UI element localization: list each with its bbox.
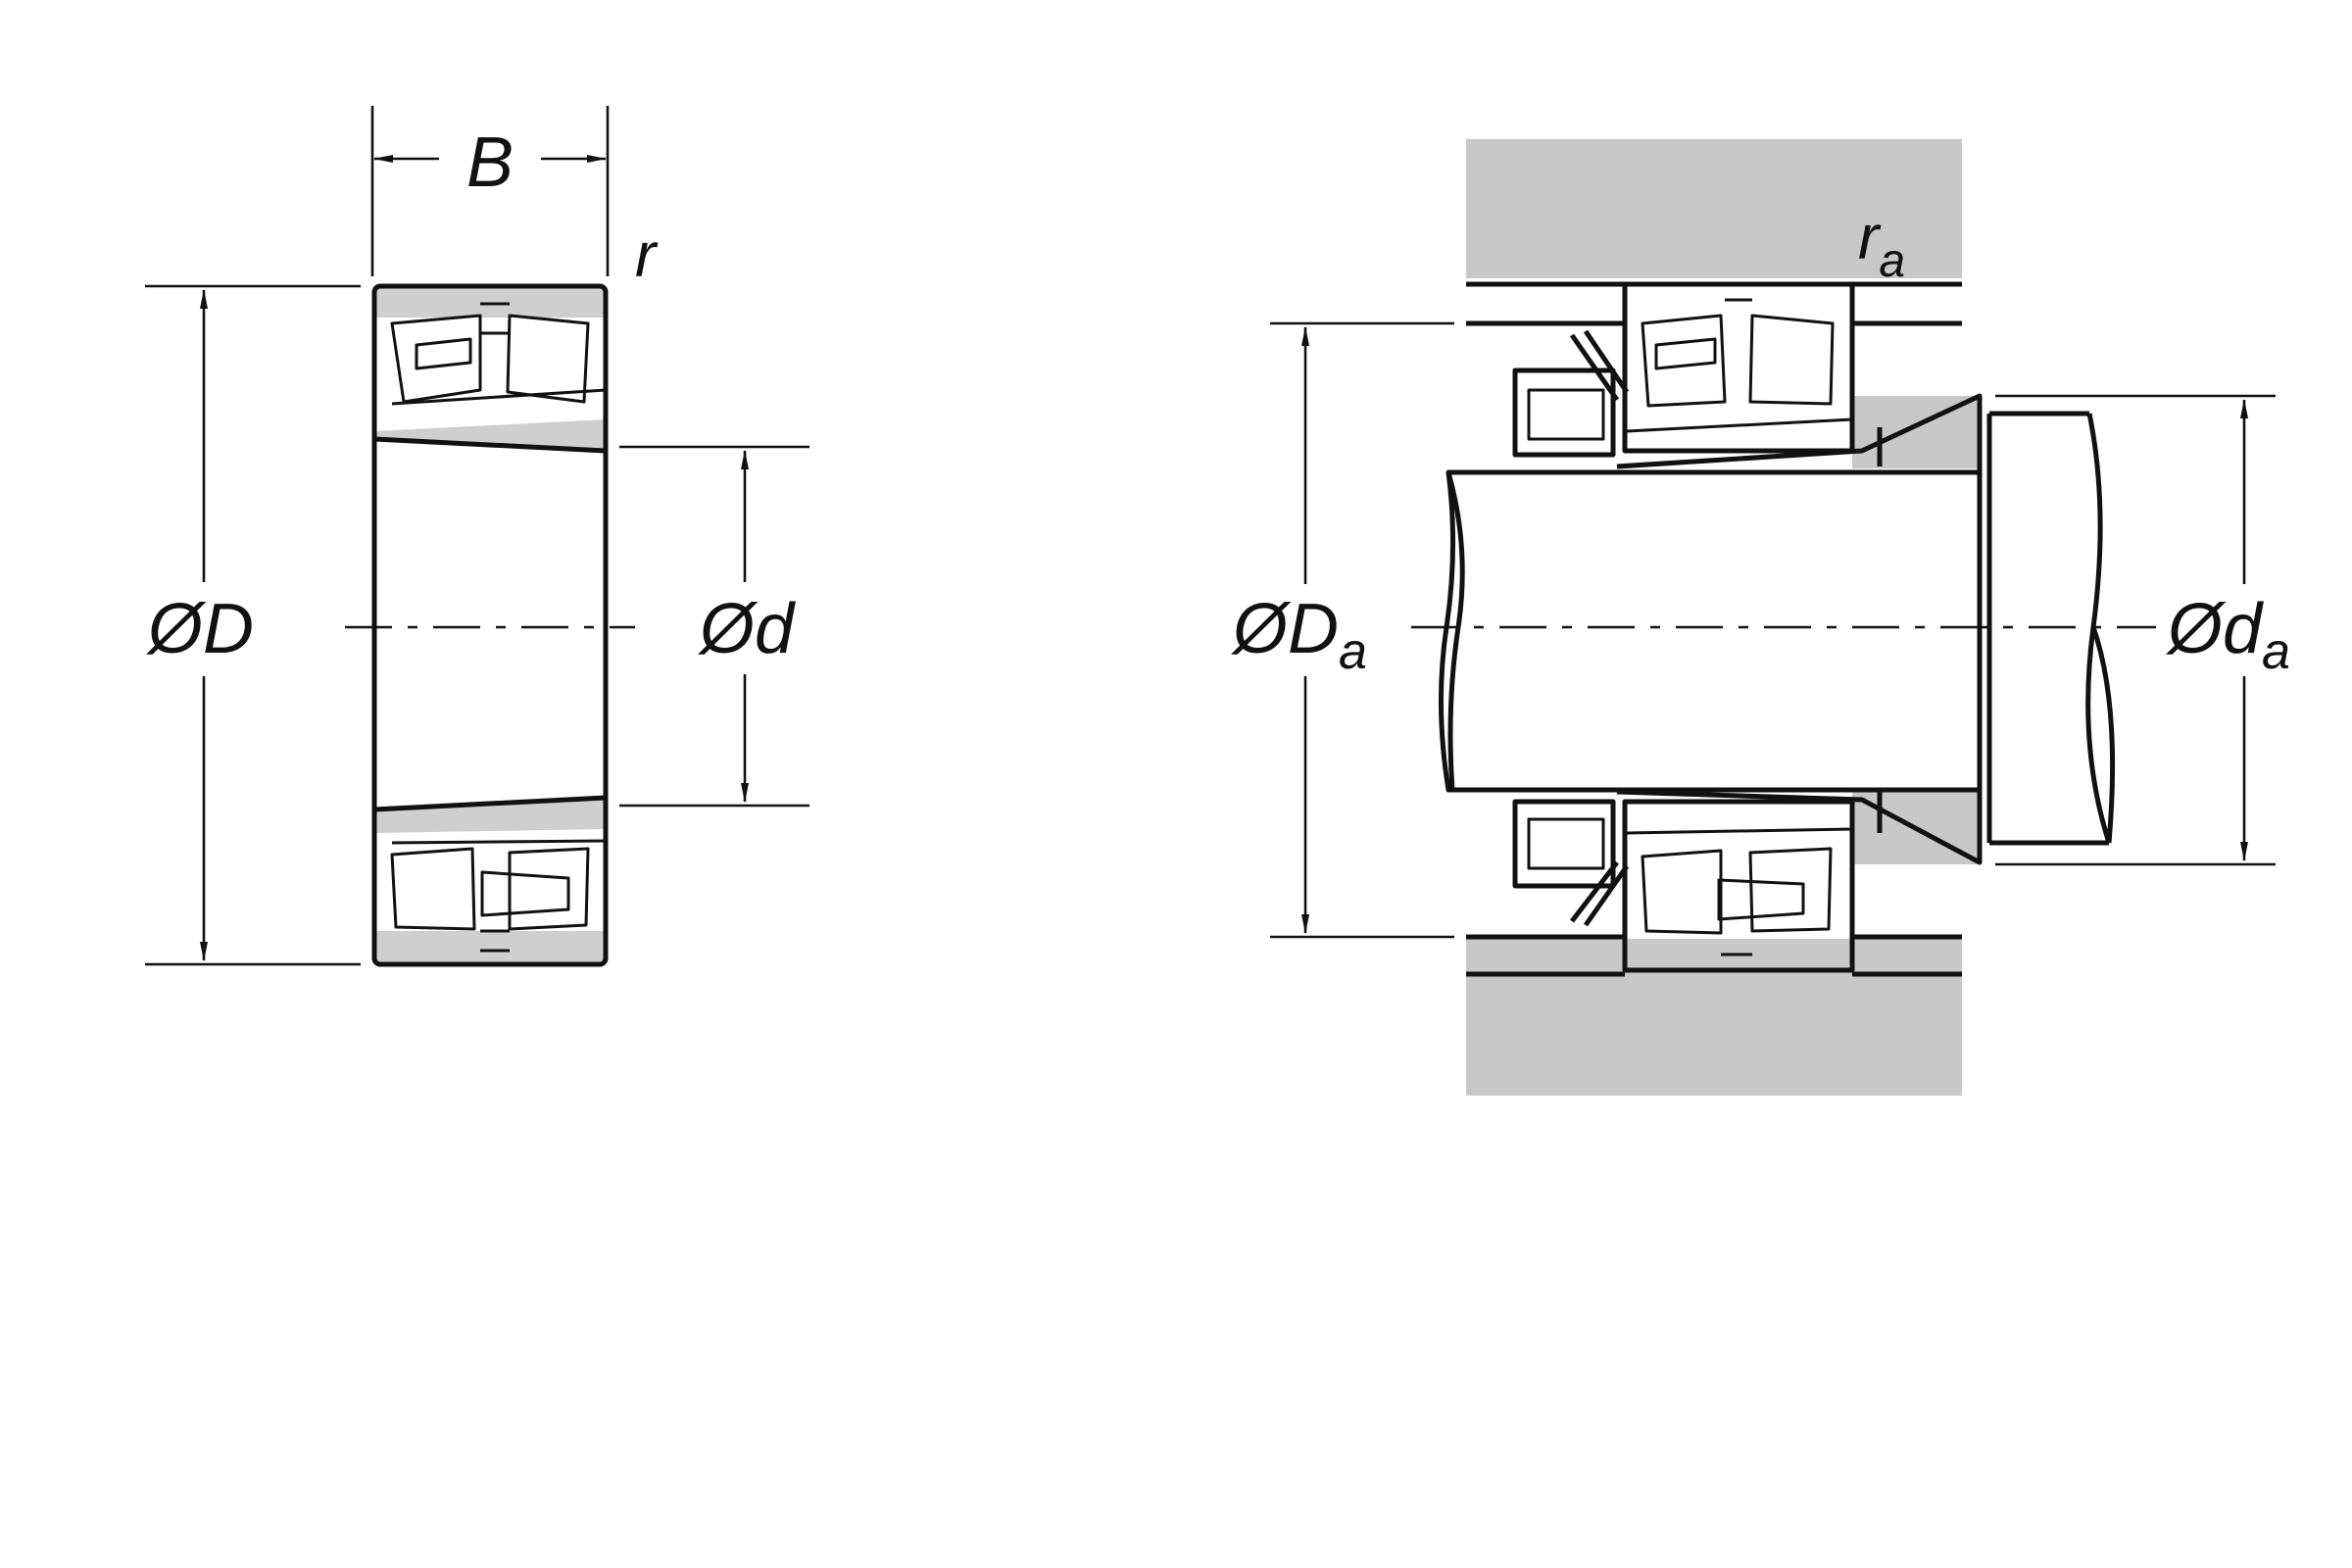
lock-nut <box>1512 329 1630 927</box>
sleeve-top <box>1852 396 1982 468</box>
mounted-bearing <box>1622 281 1855 973</box>
top-rollers <box>390 302 607 406</box>
bottom-rollers <box>390 839 607 953</box>
label-bore-diameter: Ød <box>698 590 796 668</box>
inner-ring-top <box>374 419 606 451</box>
label-housing-diameter: ØDa <box>1231 590 1367 680</box>
inner-race-bottom <box>373 795 607 812</box>
housing-diameter-dimension <box>1270 321 1454 939</box>
width-dimension <box>370 106 610 276</box>
label-outer-diameter: ØD <box>146 590 254 668</box>
bore-diameter-dimension <box>619 445 809 808</box>
bearing-outline <box>371 283 609 967</box>
bearing-section <box>345 283 635 967</box>
shaft-diameter-dimension <box>1995 394 2276 866</box>
label-housing-fillet: ra <box>1858 202 1905 287</box>
inner-race-top <box>373 436 607 454</box>
label-width-b: B <box>466 123 514 202</box>
label-fillet-r: r <box>635 220 659 290</box>
housing-bottom <box>1466 931 1962 1096</box>
housing <box>1466 139 1962 1096</box>
outer-diameter-dimension <box>145 284 361 966</box>
label-shaft-diameter: Øda <box>2166 590 2290 680</box>
outer-ring-bottom <box>374 931 606 962</box>
